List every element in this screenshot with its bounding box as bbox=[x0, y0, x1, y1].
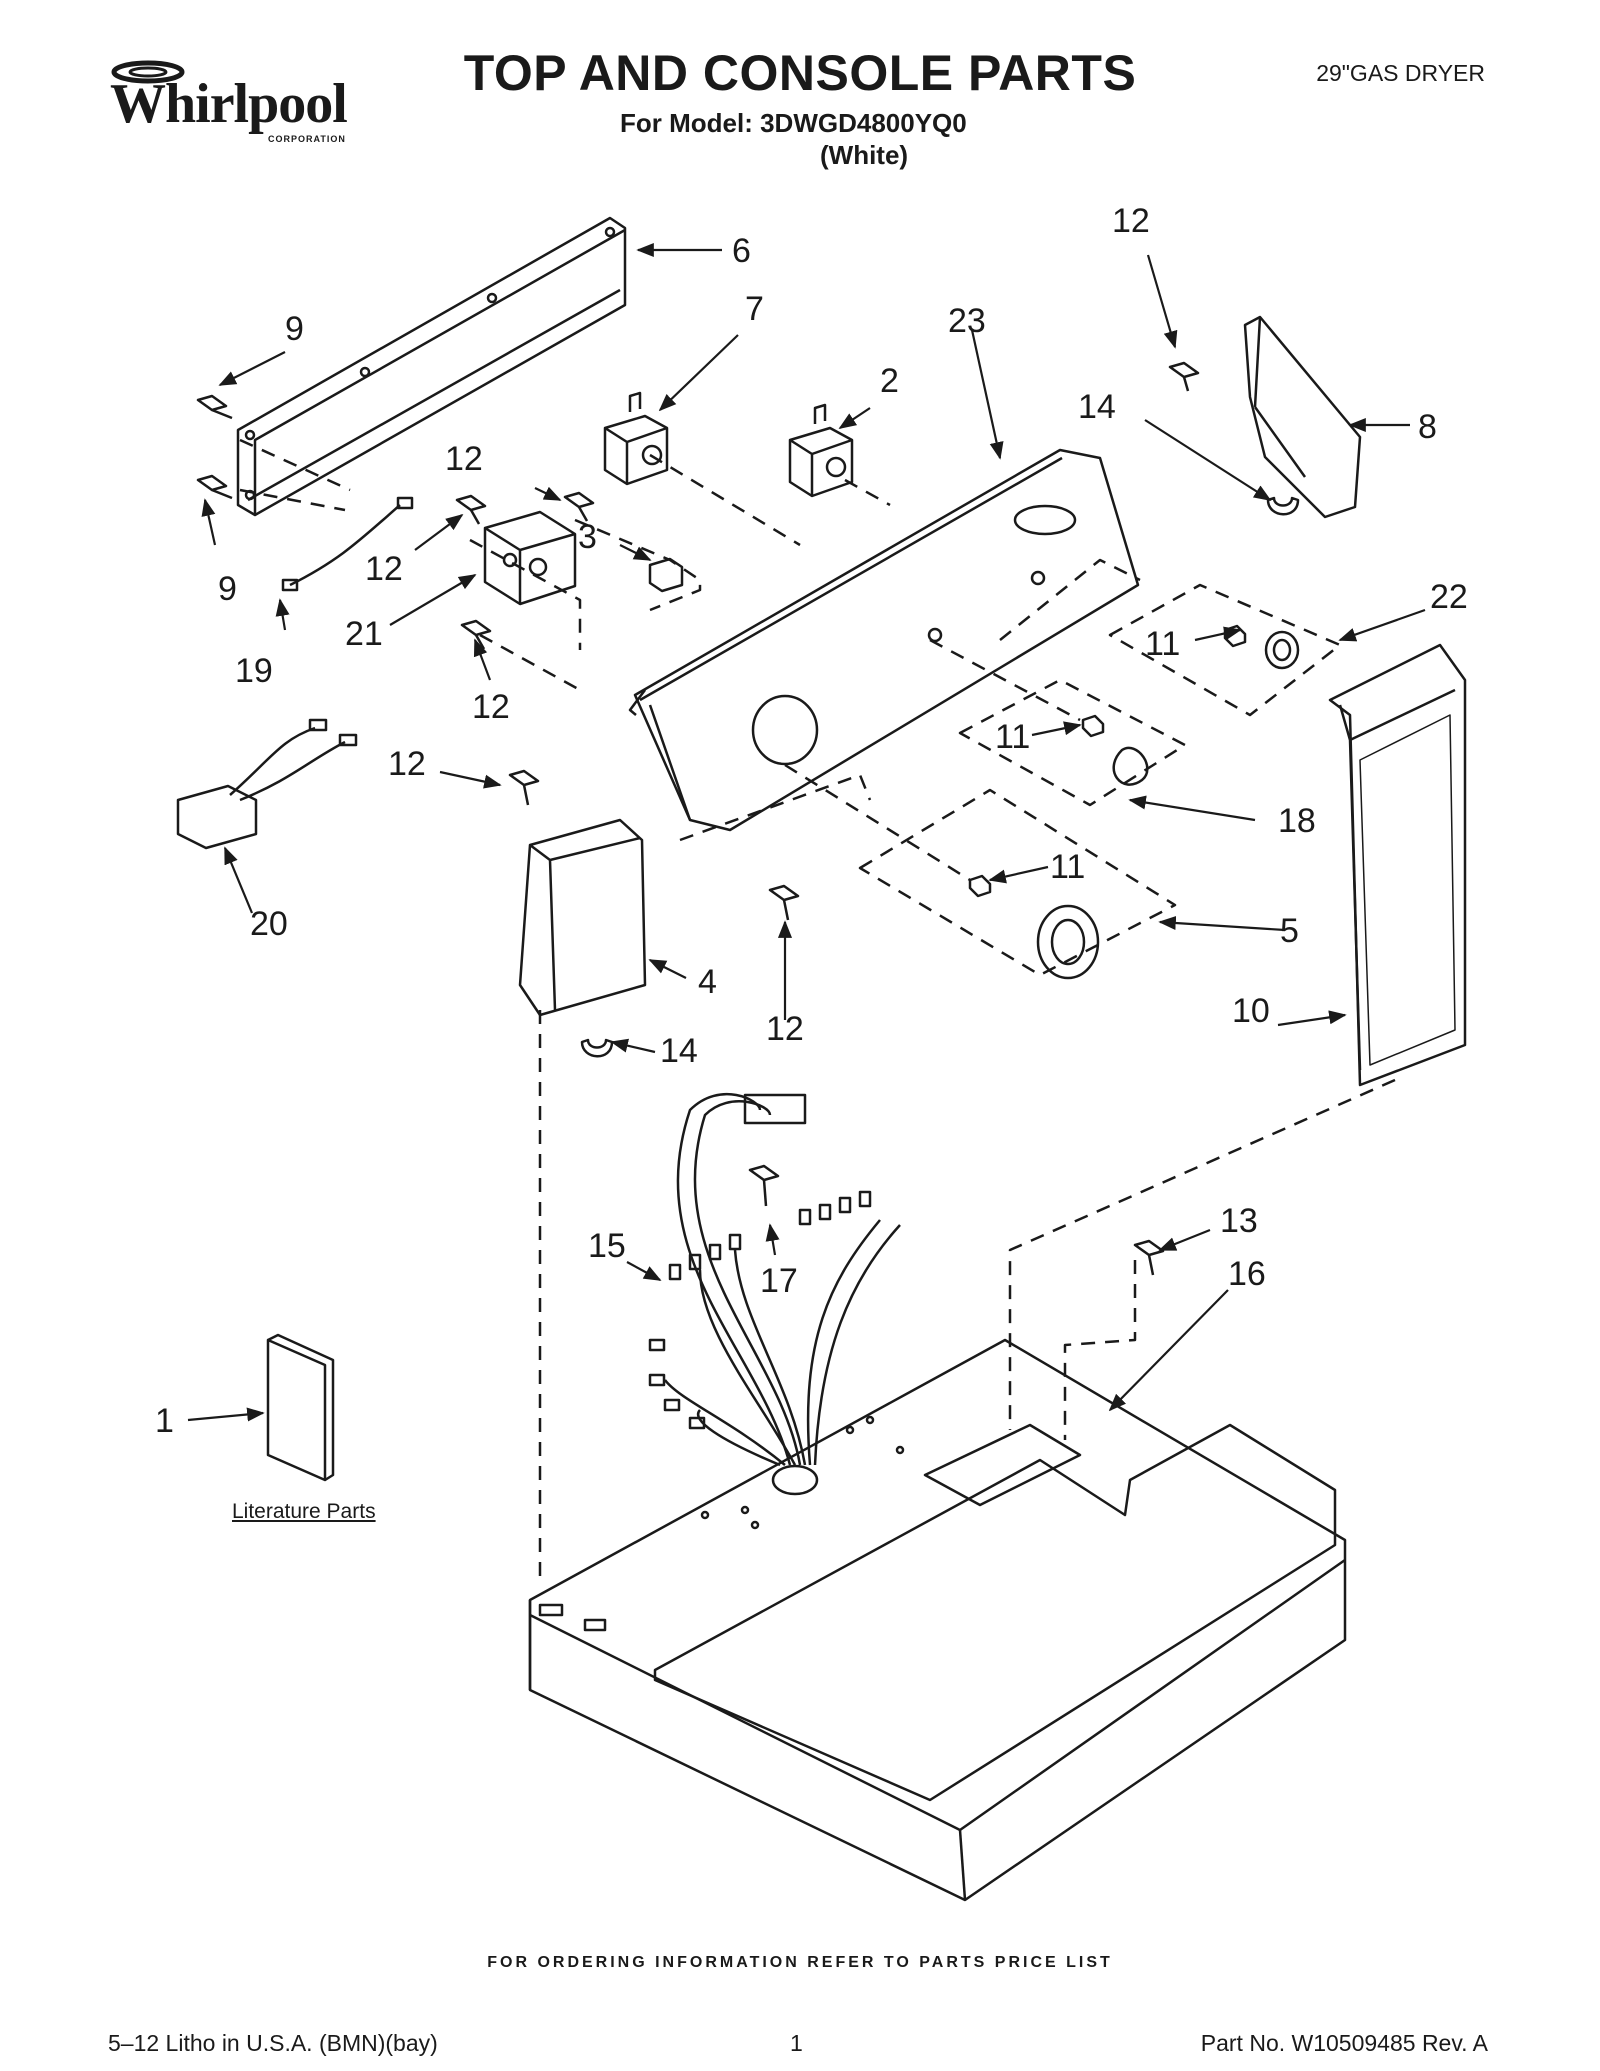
callout-12b: 12 bbox=[445, 440, 483, 478]
callout-21: 21 bbox=[345, 615, 383, 653]
callout-11c: 11 bbox=[1050, 848, 1085, 886]
color-line: (White) bbox=[820, 140, 909, 170]
shaft-11a bbox=[1223, 624, 1247, 648]
clip-3 bbox=[648, 557, 684, 593]
screw-12a bbox=[1168, 361, 1200, 392]
screw-13 bbox=[1133, 1239, 1165, 1276]
literature-parts-label: Literature Parts bbox=[232, 1500, 376, 1523]
timer-21 bbox=[483, 510, 577, 606]
ordering-info: FOR ORDERING INFORMATION REFER TO PARTS … bbox=[487, 1954, 1113, 1971]
callout-15: 15 bbox=[588, 1227, 626, 1265]
clip-14b bbox=[580, 1038, 614, 1058]
switch-7 bbox=[603, 391, 669, 486]
lint-screen-22 bbox=[1328, 643, 1467, 1087]
part-number: Part No. W10509485 Rev. A bbox=[1200, 2030, 1488, 2056]
assembly-guides bbox=[239, 438, 1396, 1580]
shaft-11b bbox=[1081, 714, 1105, 738]
callout-4: 4 bbox=[698, 963, 717, 1001]
callout-2: 2 bbox=[880, 362, 899, 400]
model-line: For Model: 3DWGD4800YQ0 bbox=[620, 108, 967, 138]
callout-14a: 14 bbox=[1078, 388, 1116, 426]
back-panel-bracket bbox=[236, 216, 627, 517]
leader-lines bbox=[187, 242, 1426, 1422]
callout-7: 7 bbox=[745, 290, 764, 328]
screw-12b bbox=[455, 494, 487, 525]
page-number: 1 bbox=[790, 2030, 803, 2056]
screw-17 bbox=[748, 1164, 780, 1207]
logo-wordmark: Whirlpool bbox=[110, 73, 348, 135]
callout-12a: 12 bbox=[1112, 202, 1150, 240]
callout-10: 10 bbox=[1232, 992, 1270, 1030]
callout-labels: 1 2 3 4 5 6 7 8 9 9 10 11 11 11 12 12 12… bbox=[155, 202, 1468, 1440]
callout-9b: 9 bbox=[218, 570, 237, 608]
page-title: TOP AND CONSOLE PARTS bbox=[463, 45, 1137, 101]
screw-9b bbox=[196, 474, 233, 500]
callout-12d: 12 bbox=[472, 688, 510, 726]
callout-6: 6 bbox=[732, 232, 751, 270]
housing-4 bbox=[518, 818, 647, 1017]
whirlpool-logo: Whirlpool CORPORATION bbox=[108, 58, 358, 148]
callout-12f: 12 bbox=[766, 1010, 804, 1048]
screw-12c bbox=[563, 491, 595, 522]
callout-9a: 9 bbox=[285, 310, 304, 348]
callout-18: 18 bbox=[1278, 802, 1316, 840]
console-23 bbox=[628, 448, 1140, 832]
knob-22cap bbox=[1264, 630, 1300, 670]
top-panel-16 bbox=[528, 1338, 1347, 1902]
callout-20: 20 bbox=[250, 905, 288, 943]
logo-corporation: CORPORATION bbox=[268, 134, 346, 144]
callout-16: 16 bbox=[1228, 1255, 1266, 1293]
callout-1: 1 bbox=[155, 1402, 174, 1440]
callout-5: 5 bbox=[1280, 912, 1299, 950]
callout-3: 3 bbox=[578, 518, 597, 556]
screw-9a bbox=[196, 394, 233, 420]
knob-5 bbox=[1036, 904, 1100, 980]
callout-11b: 11 bbox=[995, 718, 1030, 756]
callout-11a: 11 bbox=[1145, 625, 1180, 663]
callout-12e: 12 bbox=[388, 745, 426, 783]
callout-13: 13 bbox=[1220, 1202, 1258, 1240]
clip-14a bbox=[1266, 496, 1300, 516]
callout-19: 19 bbox=[235, 652, 273, 690]
callout-14b: 14 bbox=[660, 1032, 698, 1070]
screw-12f bbox=[768, 884, 800, 921]
wire-19 bbox=[281, 496, 414, 592]
wiring-harness-15 bbox=[648, 1092, 901, 1467]
callout-23: 23 bbox=[948, 302, 986, 340]
screw-12e bbox=[508, 769, 540, 806]
knob-18 bbox=[1112, 746, 1149, 786]
product-label: 29"GAS DRYER bbox=[1316, 60, 1485, 86]
shaft-11c bbox=[968, 874, 992, 898]
callout-8: 8 bbox=[1418, 408, 1437, 446]
callout-17: 17 bbox=[760, 1262, 798, 1300]
callout-22: 22 bbox=[1430, 578, 1468, 616]
end-cap-8 bbox=[1243, 315, 1362, 519]
callout-12c: 12 bbox=[365, 550, 403, 588]
literature-1 bbox=[266, 1333, 335, 1482]
litho-info: 5–12 Litho in U.S.A. (BMN)(bay) bbox=[108, 2030, 438, 2056]
logo-swirl-icon bbox=[111, 60, 185, 84]
switch-2 bbox=[788, 403, 854, 498]
harness-20 bbox=[176, 718, 358, 850]
